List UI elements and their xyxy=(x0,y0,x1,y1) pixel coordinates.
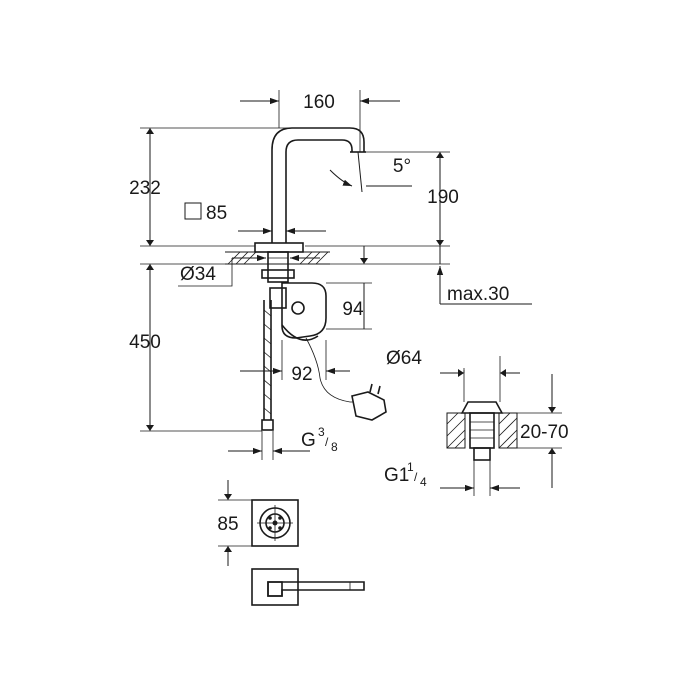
dim-box-depth: 92 xyxy=(240,340,350,385)
waste-body xyxy=(469,412,495,449)
hose-connector xyxy=(261,419,274,431)
basin-wall-right xyxy=(498,412,518,449)
waste-range-label: 20-70 xyxy=(520,422,569,443)
spout-angle-label: 5° xyxy=(393,156,411,177)
spout-reach-label: 160 xyxy=(303,92,335,113)
dim-waste-diameter: Ø64 xyxy=(386,348,520,402)
mounting-nut xyxy=(261,269,295,279)
adapter-prong xyxy=(369,383,373,393)
faucet-side-view xyxy=(225,127,387,431)
power-adapter xyxy=(351,391,387,421)
dim-spout-reach: 160 xyxy=(240,90,400,152)
control-box xyxy=(281,282,327,339)
box-height-label: 94 xyxy=(342,299,364,320)
dim-square-body: 85 xyxy=(184,202,326,235)
plan-base-square xyxy=(251,499,299,547)
plan-view-base xyxy=(251,499,299,547)
total-height-label: 232 xyxy=(129,178,161,199)
svg-text:/: / xyxy=(414,470,418,484)
power-cable xyxy=(305,337,354,403)
faucet-spout xyxy=(271,127,365,243)
dim-spout-height: 190 xyxy=(305,151,459,247)
box-depth-label: 92 xyxy=(291,364,312,385)
spout-height-label: 190 xyxy=(427,187,459,208)
waste-plug-head xyxy=(460,401,504,414)
control-valve xyxy=(269,287,287,309)
dim-box-height: 94 xyxy=(326,246,372,330)
waste-thread-main: G1 xyxy=(384,465,409,486)
basin-hatching xyxy=(446,412,518,449)
waste-outlet xyxy=(473,447,491,461)
dim-waste-range: 20-70 xyxy=(500,374,569,488)
dim-deck-thickness: max.30 xyxy=(330,246,532,305)
hose-length-label: 450 xyxy=(129,332,161,353)
svg-text:/: / xyxy=(325,435,329,449)
dim-plan-width: 85 xyxy=(217,480,252,566)
connection-thread-num: 3 xyxy=(318,425,325,439)
deck-thickness-label: max.30 xyxy=(447,284,509,305)
plan-width-label: 85 xyxy=(217,514,238,535)
base-diameter-label: Ø34 xyxy=(180,264,216,285)
plan-view-spout xyxy=(251,568,365,606)
dim-spout-angle: 5° xyxy=(329,151,412,193)
dim-waste-thread: G1 1 / 4 xyxy=(384,460,520,496)
flex-hose xyxy=(261,300,274,431)
faucet-base xyxy=(254,242,304,253)
waste-thread-den: 4 xyxy=(420,475,427,489)
connection-thread-main: G xyxy=(301,430,316,451)
square-icon xyxy=(184,202,202,220)
waste-thread-num: 1 xyxy=(407,460,414,474)
waste-diameter-label: Ø64 xyxy=(386,348,422,369)
dim-connection-thread: G 3 / 8 xyxy=(228,425,338,460)
mounting-shank xyxy=(267,251,289,283)
square-body-label: 85 xyxy=(206,203,227,224)
waste-valve-view xyxy=(446,401,518,461)
faucet-spout-inner xyxy=(285,139,353,243)
control-box-lower xyxy=(281,324,319,341)
dim-hose-length: 450 xyxy=(129,263,262,432)
dim-base-diameter: Ø34 xyxy=(178,254,320,287)
basin-wall-left xyxy=(446,412,466,449)
solenoid xyxy=(291,301,305,315)
connection-thread-den: 8 xyxy=(331,440,338,454)
dim-total-height: 232 xyxy=(129,127,290,247)
plan-spout-column xyxy=(267,581,283,597)
plan-spout-base xyxy=(251,568,299,606)
